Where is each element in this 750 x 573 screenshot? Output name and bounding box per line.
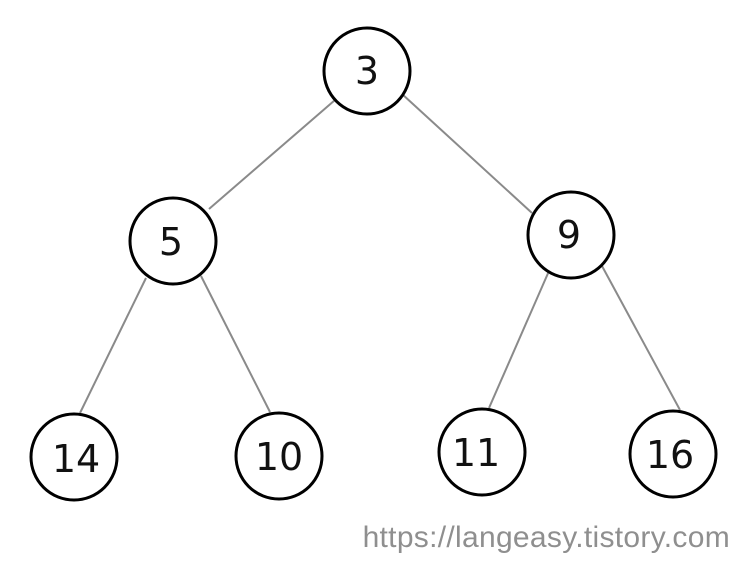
node-label: 14 [52,437,100,481]
node-label: 11 [452,431,500,475]
tree-node-left-left: 14 [29,412,119,502]
tree-node-right-right: 16 [628,409,718,499]
node-label: 5 [159,220,183,264]
tree-node-right: 9 [526,190,616,280]
tree-node-root: 3 [322,26,412,116]
tree-node-right-left: 11 [437,407,527,497]
edge-right-right-right [601,265,681,411]
node-circle [628,409,718,499]
edge-root-right [401,93,533,214]
node-label: 9 [557,213,581,257]
node-circle [128,196,218,286]
watermark-url: https://langeasy.tistory.com [362,521,730,554]
tree-edges [79,93,681,414]
node-circle [322,26,412,116]
node-label: 3 [355,49,379,93]
tree-node-left: 5 [128,196,218,286]
node-circle [437,407,527,497]
node-label: 10 [255,435,303,479]
node-label: 16 [646,433,694,477]
edge-root-left [208,99,336,210]
edge-left-left-left [79,277,147,414]
node-circle [526,190,616,280]
node-circle [29,412,119,502]
edge-left-left-right [200,275,271,413]
edge-right-right-left [488,270,550,409]
node-circle [234,411,324,501]
tree-node-left-right: 10 [234,411,324,501]
